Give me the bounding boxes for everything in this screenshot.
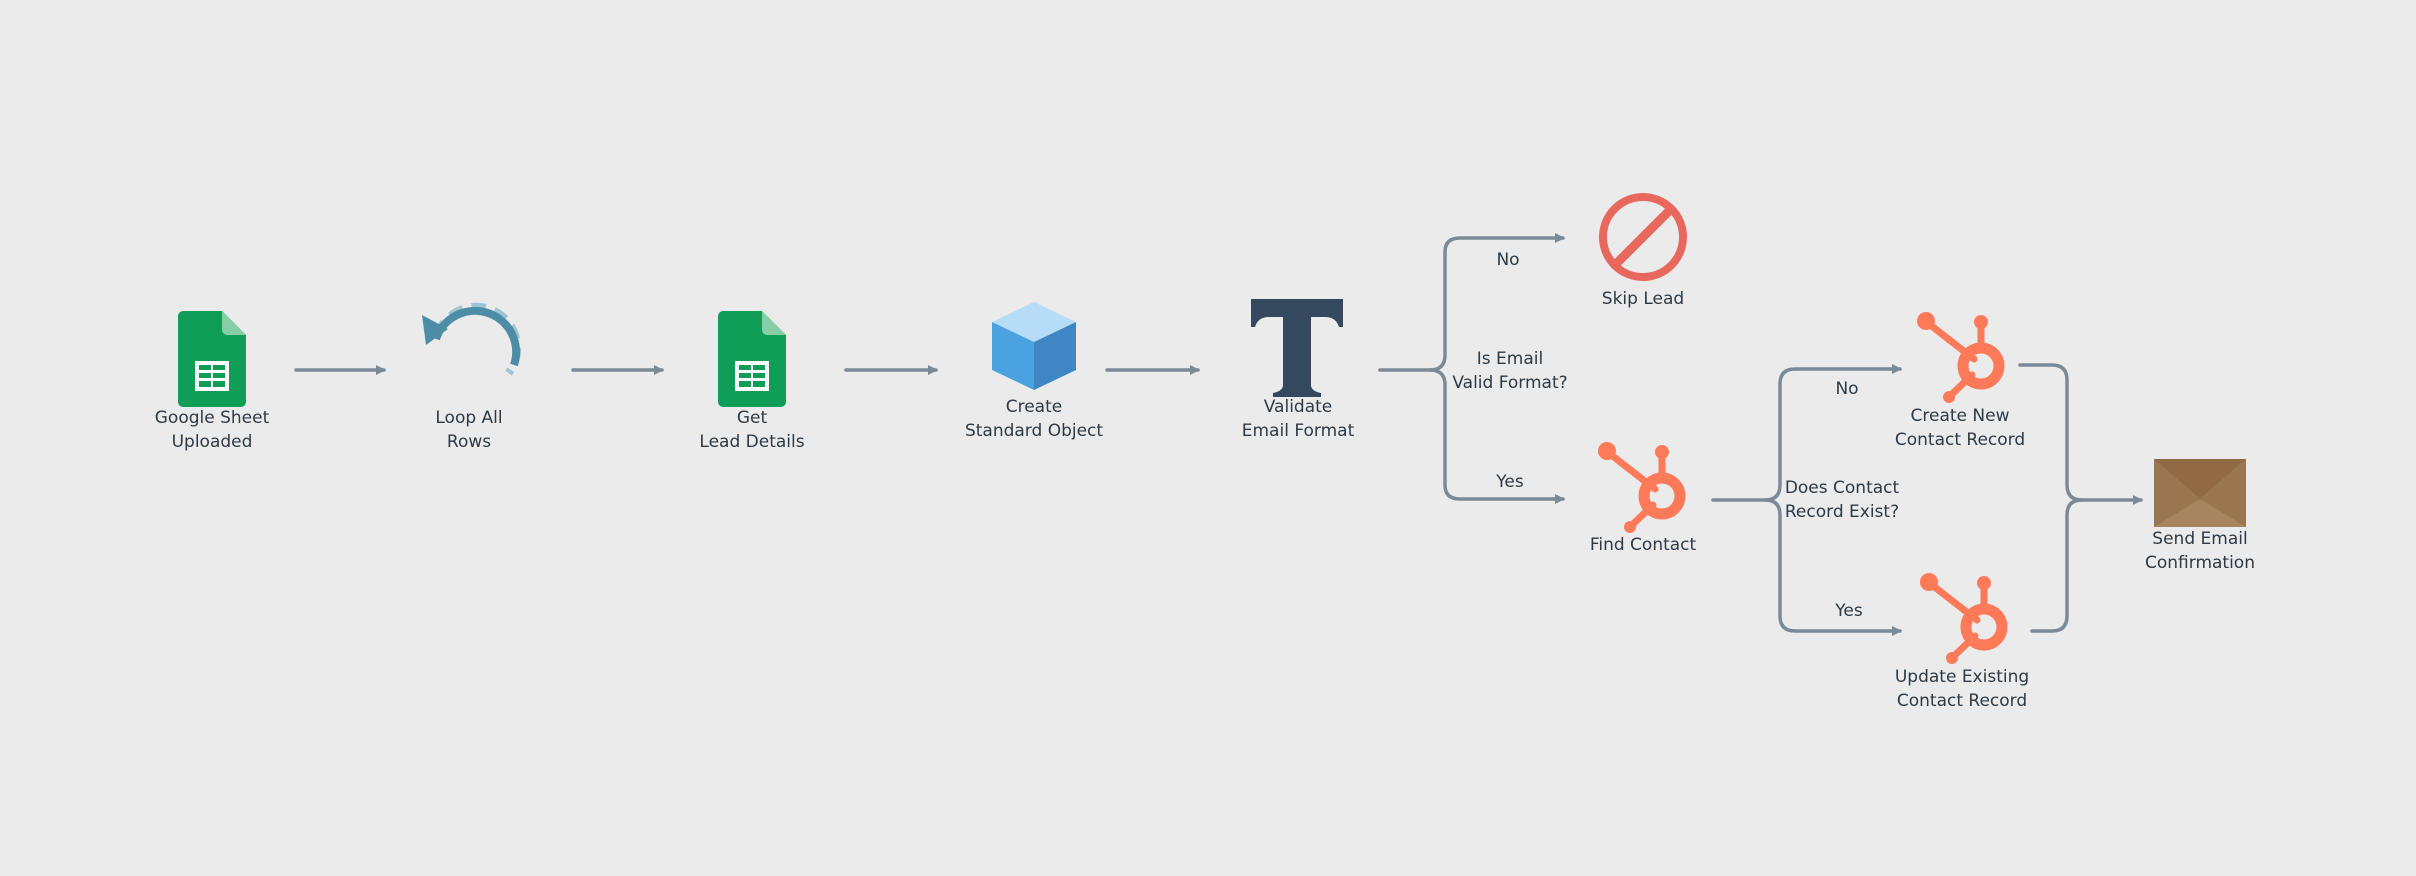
- prohibited-icon[interactable]: [1599, 193, 1687, 281]
- node-label-skip-lead: Skip Lead: [1601, 289, 1685, 309]
- node-label-find-contact: Find Contact: [1589, 535, 1697, 555]
- connector-validate-branch-yes: [1428, 368, 1565, 504]
- google-sheets-icon[interactable]: [178, 311, 246, 407]
- branch-label-yes: Yes: [1835, 601, 1863, 621]
- connector-create-to-email: [2018, 363, 2143, 505]
- decision-label-email-valid: Is Email Valid Format?: [1452, 349, 1568, 393]
- node-label-update-contact: Update Existing Contact Record: [1894, 667, 2030, 711]
- node-label-google-sheet: Google Sheet Uploaded: [154, 408, 270, 452]
- google-sheets-icon[interactable]: [718, 311, 786, 407]
- loop-icon[interactable]: [422, 295, 529, 376]
- hubspot-icon[interactable]: [1920, 573, 2008, 664]
- node-label-get-lead: Get Lead Details: [699, 408, 805, 452]
- connector-update-to-email: [2030, 498, 2084, 633]
- envelope-icon[interactable]: [2154, 459, 2246, 527]
- node-label-loop-rows: Loop All Rows: [435, 408, 503, 452]
- hubspot-icon[interactable]: [1598, 442, 1686, 533]
- node-label-create-object: Create Standard Object: [964, 397, 1104, 441]
- node-label-validate-email: Validate Email Format: [1241, 397, 1355, 441]
- connector-find-branch-yes: [1763, 498, 1902, 636]
- branch-label-yes: Yes: [1496, 472, 1524, 492]
- node-label-send-email: Send Email Confirmation: [2145, 529, 2255, 573]
- node-label-create-contact: Create New Contact Record: [1894, 406, 2026, 450]
- decision-label-contact-exists: Does Contact Record Exist?: [1784, 478, 1900, 522]
- branch-label-no: No: [1835, 379, 1859, 399]
- cube-icon[interactable]: [992, 302, 1076, 390]
- branch-label-no: No: [1496, 250, 1520, 270]
- text-t-icon[interactable]: [1251, 299, 1343, 397]
- hubspot-icon[interactable]: [1917, 312, 2005, 403]
